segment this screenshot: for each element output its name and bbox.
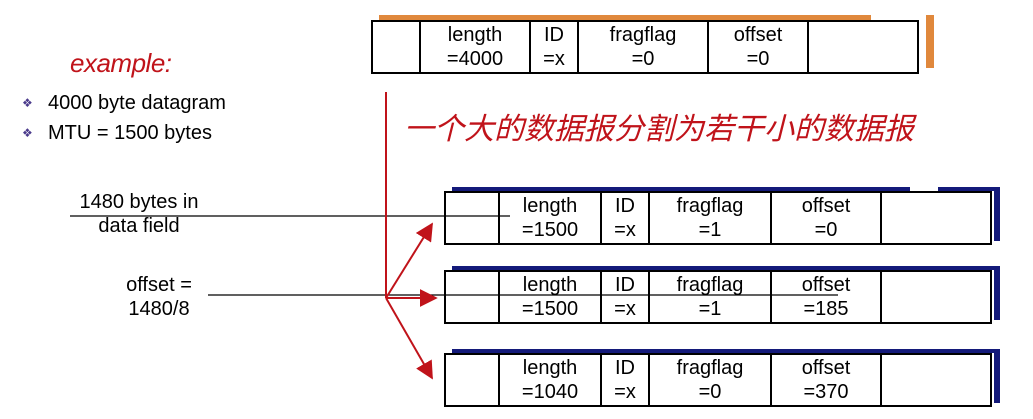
data-field-note: 1480 bytes in data field: [64, 190, 214, 238]
header-shadow: [938, 187, 1000, 191]
field-label: fragflag: [676, 274, 744, 296]
example-title: example:: [70, 48, 172, 78]
field-label: ID: [544, 24, 564, 46]
offset-field: offset =185: [770, 270, 882, 324]
length-field: length =1500: [498, 270, 602, 324]
field-label: ID: [615, 195, 635, 217]
note-line: 1480 bytes in: [79, 191, 199, 213]
header-shadow: [379, 15, 871, 20]
blank-field: [371, 20, 421, 74]
header-shadow: [926, 15, 934, 68]
field-label: offset: [801, 357, 851, 379]
fragflag-field: fragflag =0: [648, 353, 772, 407]
field-label: fragflag: [676, 195, 744, 217]
note-line: offset =: [126, 274, 192, 296]
field-value: =x: [614, 219, 636, 241]
header-shadow: [452, 187, 910, 191]
field-label: fragflag: [676, 357, 744, 379]
header-shadow: [452, 266, 1000, 270]
field-value: =1500: [521, 219, 579, 241]
blank-field: [444, 353, 500, 407]
blank-field: [880, 270, 992, 324]
field-value: =0: [631, 48, 655, 70]
offset-field: offset =370: [770, 353, 882, 407]
field-label: offset: [801, 195, 851, 217]
field-label: length: [522, 274, 578, 296]
field-value: =0: [698, 381, 722, 403]
field-value: =0: [746, 48, 770, 70]
header-fields: length =1500 ID =x fragflag =1 offset =1…: [444, 270, 992, 324]
field-value: =0: [814, 219, 838, 241]
length-field: length =1040: [498, 353, 602, 407]
field-value: =4000: [446, 48, 504, 70]
fragflag-field: fragflag =1: [648, 191, 772, 245]
header-fields: length =4000 ID =x fragflag =0 offset =0: [371, 20, 919, 74]
field-value: =1040: [521, 381, 579, 403]
field-value: =x: [614, 381, 636, 403]
field-label: ID: [615, 357, 635, 379]
diamond-bullet-icon: ❖: [22, 96, 33, 110]
bullet-text: MTU = 1500 bytes: [48, 122, 212, 144]
field-label: offset: [801, 274, 851, 296]
note-line: data field: [98, 215, 180, 237]
id-field: ID =x: [529, 20, 579, 74]
offset-field: offset =0: [707, 20, 809, 74]
field-value: =x: [543, 48, 565, 70]
field-label: length: [522, 195, 578, 217]
blank-field: [880, 191, 992, 245]
id-field: ID =x: [600, 353, 650, 407]
bullet-item: ❖ 4000 byte datagram: [22, 88, 226, 118]
offset-note: offset = 1480/8: [104, 273, 214, 321]
chinese-title: 一个大的数据报分割为若干小的数据报: [404, 112, 914, 147]
blank-field: [807, 20, 919, 74]
field-value: =185: [803, 298, 849, 320]
field-label: length: [447, 24, 503, 46]
field-label: ID: [615, 274, 635, 296]
header-fields: length =1500 ID =x fragflag =1 offset =0: [444, 191, 992, 245]
field-value: =1: [698, 219, 722, 241]
example-bullet-list: ❖ 4000 byte datagram ❖ MTU = 1500 bytes: [22, 88, 226, 148]
length-field: length =4000: [419, 20, 531, 74]
blank-field: [444, 270, 500, 324]
header-shadow: [994, 349, 1000, 403]
offset-field: offset =0: [770, 191, 882, 245]
bullet-text: 4000 byte datagram: [48, 92, 226, 114]
blank-field: [444, 191, 500, 245]
field-value: =1500: [521, 298, 579, 320]
field-label: offset: [733, 24, 783, 46]
blank-field: [880, 353, 992, 407]
field-label: length: [522, 357, 578, 379]
field-value: =370: [803, 381, 849, 403]
diamond-bullet-icon: ❖: [22, 126, 33, 140]
fragflag-field: fragflag =0: [577, 20, 709, 74]
id-field: ID =x: [600, 191, 650, 245]
header-shadow: [994, 266, 1000, 320]
fragflag-field: fragflag =1: [648, 270, 772, 324]
header-shadow: [994, 187, 1000, 241]
field-value: =x: [614, 298, 636, 320]
field-label: fragflag: [609, 24, 677, 46]
arrow-to-fragment-1: [385, 222, 433, 299]
field-value: =1: [698, 298, 722, 320]
id-field: ID =x: [600, 270, 650, 324]
length-field: length =1500: [498, 191, 602, 245]
bullet-item: ❖ MTU = 1500 bytes: [22, 118, 226, 148]
header-shadow: [452, 349, 1000, 353]
note-line: 1480/8: [128, 298, 190, 320]
arrow-to-fragment-3: [385, 297, 433, 380]
header-fields: length =1040 ID =x fragflag =0 offset =3…: [444, 353, 992, 407]
